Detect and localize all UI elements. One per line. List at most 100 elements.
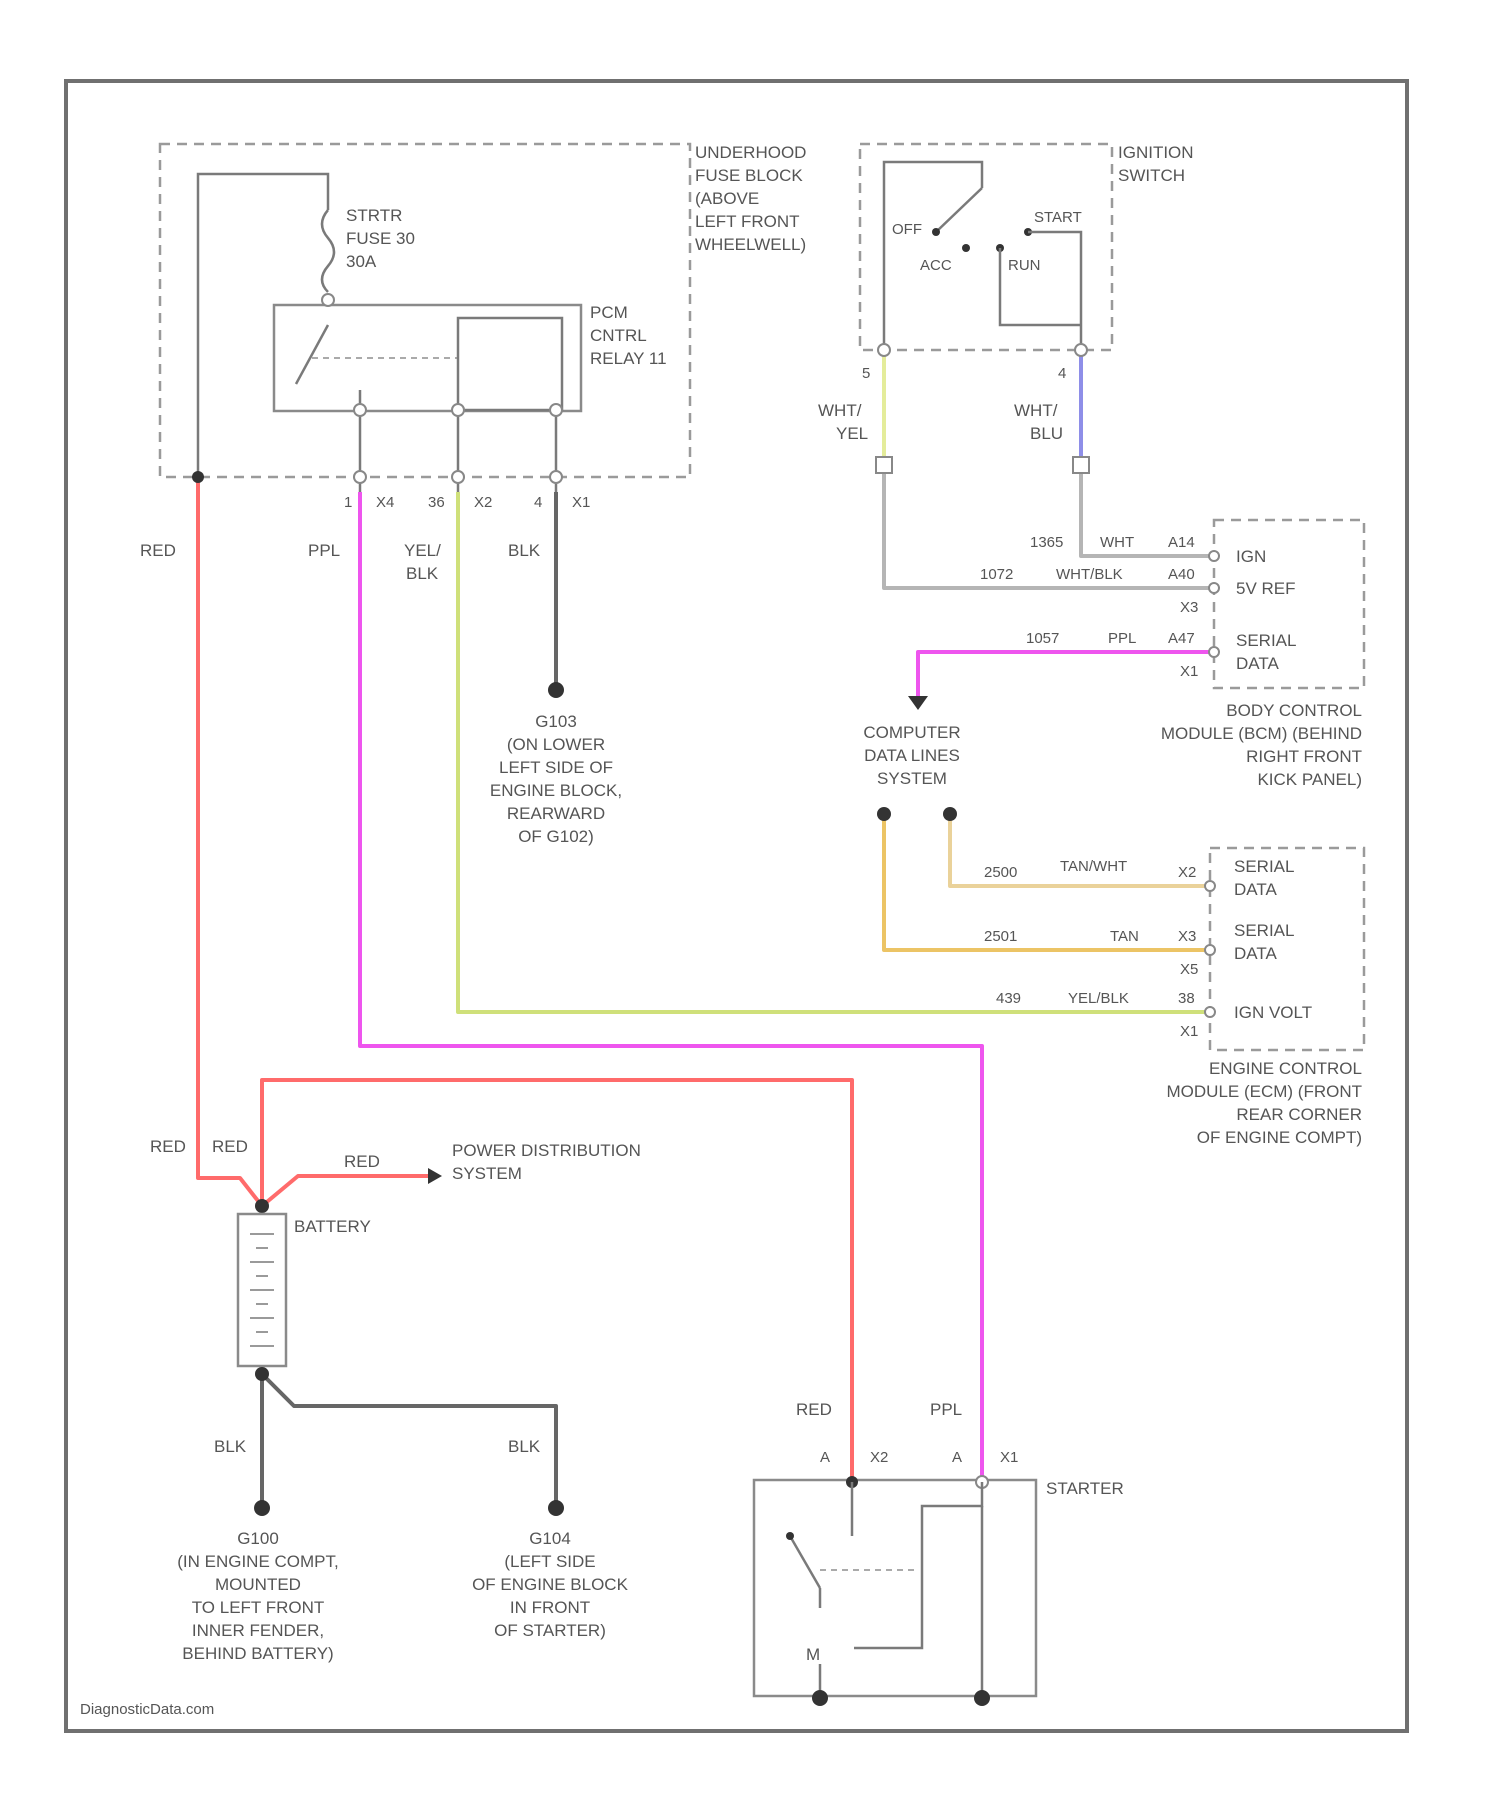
svg-text:BODY CONTROL: BODY CONTROL [1226,701,1362,720]
svg-text:OFF: OFF [892,221,922,238]
svg-text:IN FRONT: IN FRONT [510,1598,590,1617]
svg-text:RIGHT FRONT: RIGHT FRONT [1246,747,1362,766]
bcm-pin-serial [1209,647,1219,657]
svg-text:REAR CORNER: REAR CORNER [1236,1105,1362,1124]
svg-text:TO LEFT FRONT: TO LEFT FRONT [192,1598,325,1617]
ignition-wire-labels: WHT/ YEL WHT/ BLU [818,401,1063,443]
relay-connector-3 [550,404,562,416]
svg-text:439: 439 [996,990,1021,1007]
battery-negative-terminal [255,1367,269,1381]
svg-text:RED: RED [140,541,176,560]
fuse-block-pin-1 [354,471,366,483]
svg-text:(ABOVE: (ABOVE [695,189,759,208]
power-distribution-arrow [428,1168,442,1184]
svg-text:1072: 1072 [980,566,1013,583]
svg-text:FUSE BLOCK: FUSE BLOCK [695,166,803,185]
fuse-block-pin-4 [550,471,562,483]
svg-text:(LEFT SIDE: (LEFT SIDE [504,1552,595,1571]
ignition-switch-arm [936,188,982,232]
svg-text:BLK: BLK [406,564,439,583]
svg-text:X2: X2 [870,1449,888,1466]
ppl-wire-relay-to-starter [360,492,982,1478]
svg-text:2501: 2501 [984,928,1017,945]
svg-text:BLK: BLK [508,541,541,560]
data-lines-node-1 [877,807,891,821]
svg-text:BEHIND BATTERY): BEHIND BATTERY) [182,1644,333,1663]
svg-text:MODULE (BCM) (BEHIND: MODULE (BCM) (BEHIND [1161,724,1362,743]
svg-text:RED: RED [344,1152,380,1171]
svg-text:(IN ENGINE COMPT,: (IN ENGINE COMPT, [177,1552,339,1571]
fuse-30-symbol [322,210,334,292]
svg-text:OF G102): OF G102) [518,827,594,846]
ignition-inline-connector-2 [1073,457,1089,473]
g104-label: G104 (LEFT SIDE OF ENGINE BLOCK IN FRONT… [472,1529,629,1640]
svg-text:RED: RED [212,1137,248,1156]
ignition-switch-internal [884,162,982,350]
svg-text:4: 4 [534,494,542,511]
svg-text:A40: A40 [1168,566,1195,583]
svg-text:SERIAL: SERIAL [1234,921,1294,940]
ecm-pin-names: SERIAL DATA SERIAL DATA IGN VOLT [1234,857,1312,1022]
svg-text:ACC: ACC [920,257,952,274]
ignition-positions: OFF ACC RUN START [892,209,1082,274]
svg-text:38: 38 [1178,990,1195,1007]
starter-ground-1 [812,1690,828,1706]
svg-text:MOUNTED: MOUNTED [215,1575,301,1594]
fuse-block-pin-36 [452,471,464,483]
ignition-contact-acc [962,244,970,252]
bcm-pin-names: IGN 5V REF SERIAL DATA [1236,547,1296,673]
svg-text:DATA: DATA [1234,880,1277,899]
relay-coil [458,318,562,410]
svg-text:5: 5 [862,365,870,382]
svg-text:PCM: PCM [590,303,628,322]
fuse-block-pin-labels: 1 X4 36 X2 4 X1 [344,494,590,511]
ecm-pin-serial-1 [1205,881,1215,891]
svg-text:MODULE (ECM) (FRONT: MODULE (ECM) (FRONT [1167,1082,1362,1101]
svg-text:POWER DISTRIBUTION: POWER DISTRIBUTION [452,1141,641,1160]
battery-positive-terminal [255,1199,269,1213]
svg-text:FUSE 30: FUSE 30 [346,229,415,248]
svg-text:A47: A47 [1168,630,1195,647]
ignition-pin-5 [878,344,890,356]
pcm-relay-label: PCM CNTRL RELAY 11 [590,303,667,368]
svg-text:G100: G100 [237,1529,279,1548]
svg-text:PPL: PPL [1108,630,1136,647]
ignition-switch-outline [860,144,1112,350]
svg-text:DATA LINES: DATA LINES [864,746,960,765]
bcm-pin-ign [1209,551,1219,561]
svg-text:RED: RED [796,1400,832,1419]
ignition-pin-4 [1075,344,1087,356]
svg-text:X3: X3 [1180,599,1198,616]
svg-text:TAN: TAN [1110,928,1139,945]
ignition-start-path [1028,232,1081,350]
starter-contact-arm [790,1536,820,1588]
svg-text:REARWARD: REARWARD [507,804,605,823]
svg-text:KICK PANEL): KICK PANEL) [1257,770,1362,789]
svg-text:CNTRL: CNTRL [590,326,647,345]
svg-text:INNER FENDER,: INNER FENDER, [192,1621,324,1640]
svg-text:YEL/BLK: YEL/BLK [1068,990,1129,1007]
svg-text:WHEELWELL): WHEELWELL) [695,235,806,254]
data-lines-arrow [908,696,928,710]
bcm-title: BODY CONTROL MODULE (BCM) (BEHIND RIGHT … [1161,701,1362,789]
svg-text:ENGINE BLOCK,: ENGINE BLOCK, [490,781,622,800]
fuse-block-bus [198,174,328,477]
data-lines-label: COMPUTER DATA LINES SYSTEM [863,723,960,788]
svg-text:X1: X1 [1180,1023,1198,1040]
svg-text:X4: X4 [376,494,394,511]
svg-text:4: 4 [1058,365,1066,382]
svg-text:UNDERHOOD: UNDERHOOD [695,143,806,162]
svg-text:WHT/BLK: WHT/BLK [1056,566,1123,583]
relay-contact-arm [296,325,328,384]
starter-ground-2 [974,1690,990,1706]
svg-text:IGN: IGN [1236,547,1266,566]
g103-ground-point [548,682,564,698]
svg-text:SYSTEM: SYSTEM [452,1164,522,1183]
svg-text:SWITCH: SWITCH [1118,166,1185,185]
bcm-pin-5vref [1209,583,1219,593]
svg-text:IGN VOLT: IGN VOLT [1234,1003,1312,1022]
ppl-wire-bcm-serial-data [918,652,1214,696]
svg-text:DATA: DATA [1236,654,1279,673]
svg-text:OF ENGINE COMPT): OF ENGINE COMPT) [1197,1128,1362,1147]
g100-ground-point [254,1500,270,1516]
